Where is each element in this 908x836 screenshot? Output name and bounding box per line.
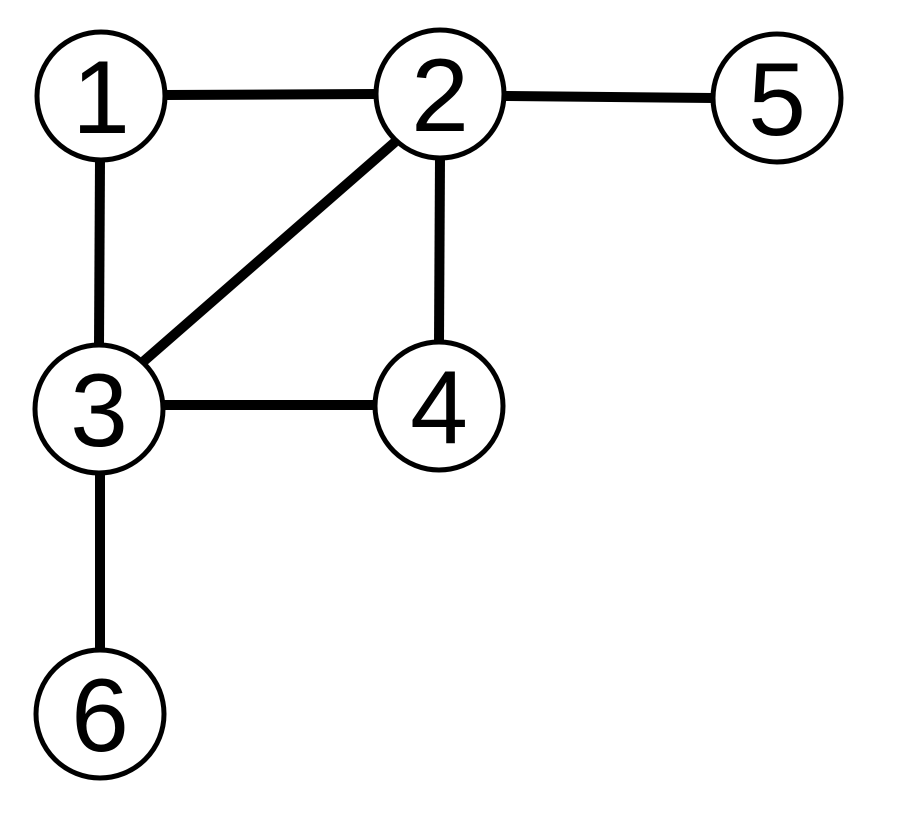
graph-node-4[interactable]: 4 [372, 339, 506, 473]
graph-edge-2-4 [434, 157, 445, 343]
graph-edge-2-3 [140, 138, 399, 365]
graph-edge-1-3 [94, 159, 105, 346]
node-circle-6[interactable] [33, 647, 167, 781]
node-label-4: 4 [410, 350, 468, 466]
graph-node-6[interactable]: 6 [33, 647, 167, 781]
graph-node-5[interactable]: 5 [710, 31, 844, 165]
node-circle-4[interactable] [372, 339, 506, 473]
edges-layer [94, 89, 714, 650]
graph-node-3[interactable]: 3 [32, 342, 166, 476]
graph-node-2[interactable]: 2 [373, 27, 507, 161]
graph-edge-2-5 [503, 91, 714, 103]
node-circle-5[interactable] [710, 31, 844, 165]
node-label-3: 3 [70, 353, 128, 469]
node-circle-3[interactable] [32, 342, 166, 476]
graph-node-1[interactable]: 1 [34, 29, 168, 163]
node-label-2: 2 [411, 38, 469, 154]
graph-edge-1-2 [164, 89, 377, 100]
node-label-1: 1 [72, 40, 130, 156]
nodes-layer: 1 2 3 4 5 6 [32, 27, 844, 781]
node-label-6: 6 [71, 658, 129, 774]
node-label-5: 5 [748, 42, 806, 158]
node-circle-2[interactable] [373, 27, 507, 161]
node-circle-1[interactable] [34, 29, 168, 163]
